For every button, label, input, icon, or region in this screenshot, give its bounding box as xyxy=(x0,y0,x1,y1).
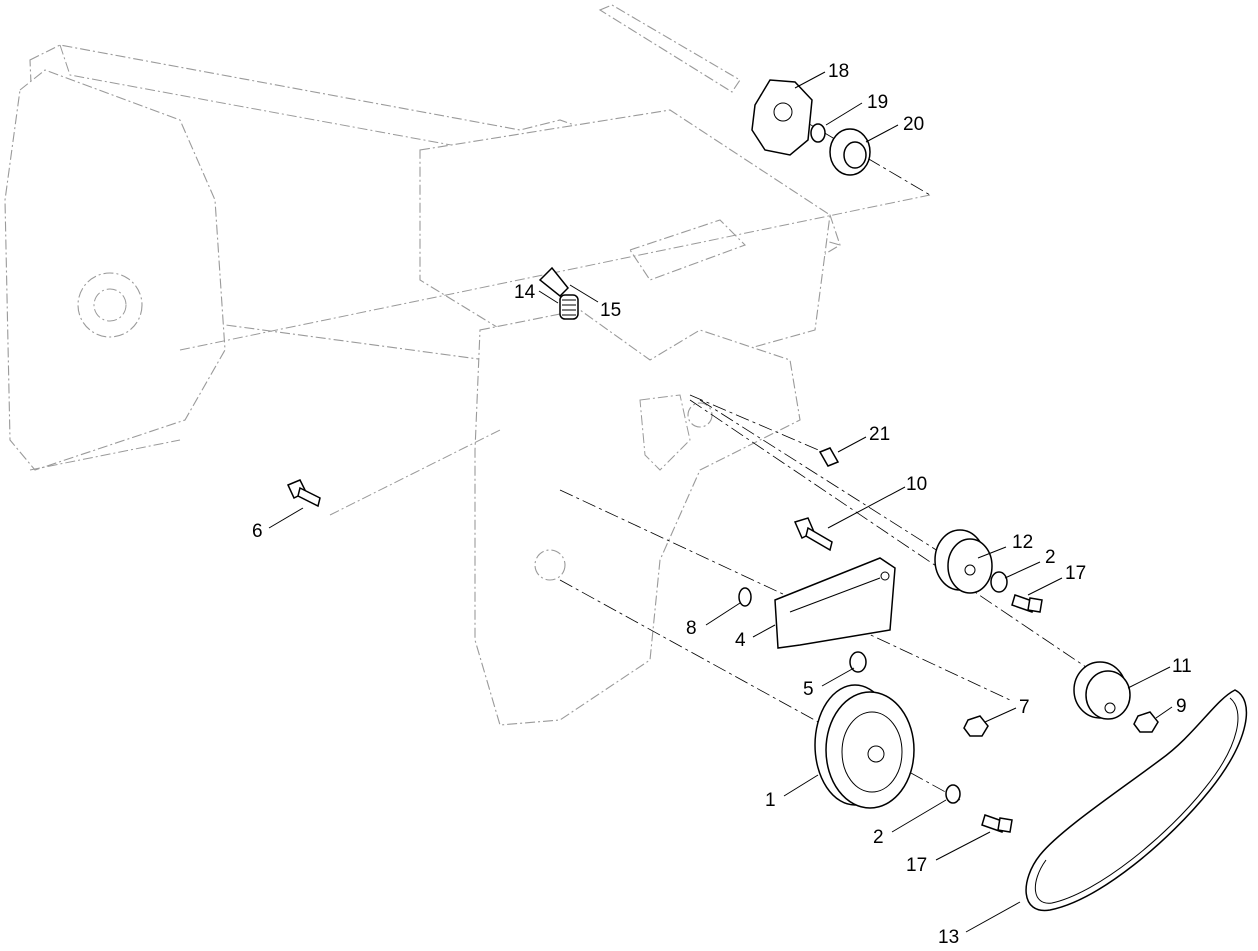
drive-belt xyxy=(1025,689,1248,912)
washer-2-lower xyxy=(945,784,961,804)
bolt-21 xyxy=(818,447,840,467)
callout-6: 6 xyxy=(252,521,263,542)
idler-pulley-12 xyxy=(934,529,993,594)
nut-11 xyxy=(1133,711,1159,733)
callout-labels: 18 19 20 14 15 21 10 6 12 2 17 8 4 11 5 … xyxy=(252,61,1192,948)
callout-4: 4 xyxy=(735,630,746,651)
callout-1: 1 xyxy=(765,790,776,811)
retaining-ring xyxy=(810,123,826,143)
callout-20: 20 xyxy=(903,114,924,135)
idler-pulley-9 xyxy=(1073,661,1131,720)
callout-2-upper: 2 xyxy=(1045,547,1056,568)
callout-13: 13 xyxy=(938,927,959,948)
callout-14: 14 xyxy=(514,282,536,303)
bolt-17-lower xyxy=(981,814,1013,833)
callout-12: 12 xyxy=(1012,532,1033,553)
callout-21: 21 xyxy=(869,424,890,445)
callout-7: 7 xyxy=(1019,697,1030,718)
leader-lines xyxy=(268,71,1173,933)
bearing-flange-plate xyxy=(751,79,813,156)
idler-bracket xyxy=(774,557,896,649)
washer-2-upper xyxy=(990,571,1008,593)
callout-5: 5 xyxy=(803,679,814,700)
callout-15: 15 xyxy=(600,300,621,321)
callout-2-lower: 2 xyxy=(873,827,884,848)
callout-17-lower: 17 xyxy=(906,855,927,876)
callout-11: 9 xyxy=(1176,696,1187,717)
callout-9: 11 xyxy=(1172,656,1192,677)
washer-8 xyxy=(738,587,752,607)
drive-pulley xyxy=(814,684,915,809)
callout-18: 18 xyxy=(828,61,849,82)
callout-8: 8 xyxy=(686,618,697,639)
bolt-17-upper xyxy=(1011,594,1043,613)
bolt-10 xyxy=(793,517,833,552)
nut-7 xyxy=(963,715,989,737)
bearing xyxy=(829,128,871,176)
bolt-6 xyxy=(286,479,321,508)
callout-19: 19 xyxy=(867,92,888,113)
callout-10: 10 xyxy=(906,474,927,495)
washer-5 xyxy=(849,651,867,673)
spring-and-clip xyxy=(538,266,579,320)
callout-17-upper: 17 xyxy=(1065,563,1086,584)
housing-ghost xyxy=(4,4,931,726)
